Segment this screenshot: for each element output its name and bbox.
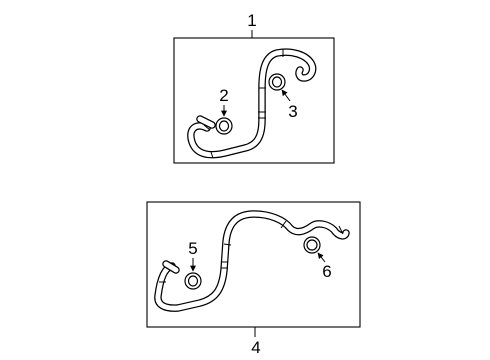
- part-3-grommet: [268, 73, 286, 91]
- upper-assembly-frame: [173, 37, 335, 164]
- upper-hose: [187, 48, 317, 159]
- part-6-o-ring: [303, 236, 321, 254]
- lower-hose-assembly: 4 5 6: [146, 201, 361, 357]
- lower-hose: [154, 210, 350, 312]
- part-2-grommet: [215, 117, 233, 135]
- lower-assembly-frame: [146, 201, 361, 328]
- callout-3-label: 3: [288, 102, 297, 121]
- callout-6-leader: [317, 252, 326, 263]
- callout-5-label: 5: [188, 239, 197, 258]
- callout-2-label: 2: [219, 86, 228, 105]
- part-5-grommet: [184, 272, 202, 290]
- callout-1-label: 1: [247, 11, 256, 30]
- callout-6-label: 6: [322, 262, 331, 281]
- callout-4-label: 4: [251, 338, 260, 357]
- callout-3-leader: [281, 89, 291, 102]
- upper-hose-assembly: 1 2 3: [173, 11, 335, 164]
